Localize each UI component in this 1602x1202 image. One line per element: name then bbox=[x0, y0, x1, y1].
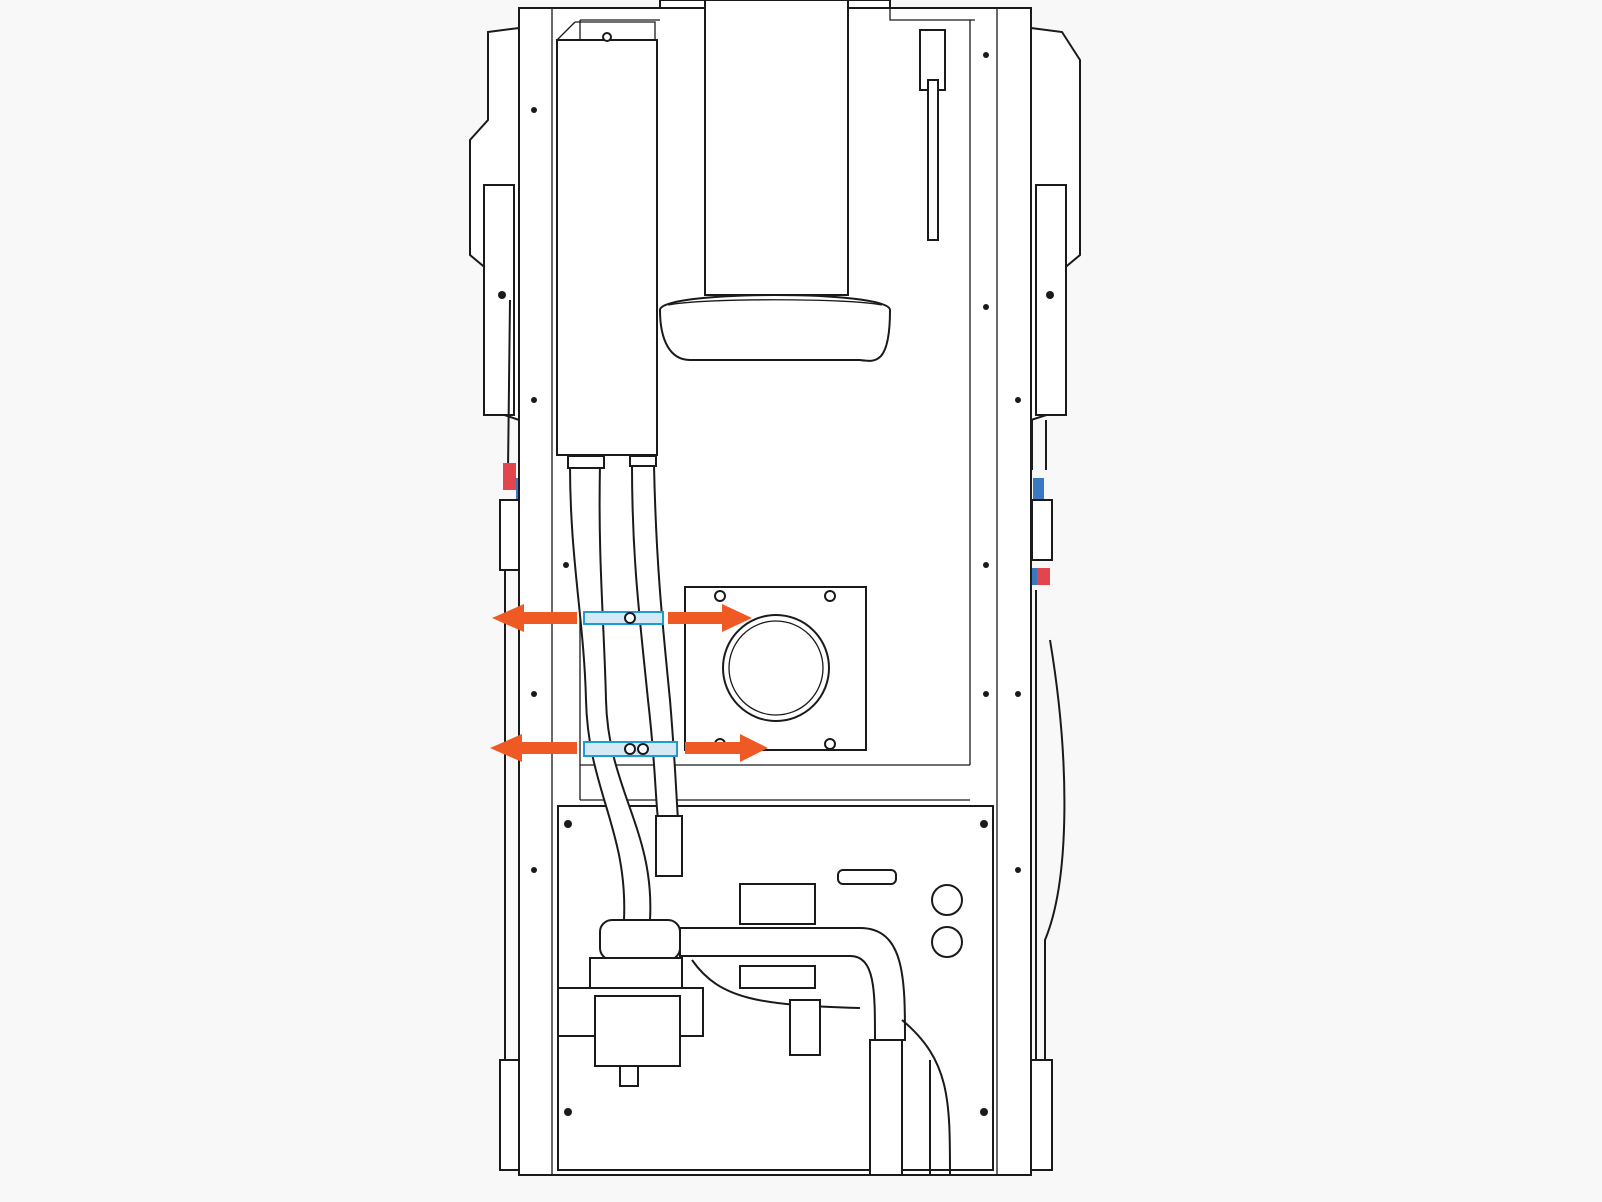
vertical-enclosure bbox=[556, 39, 658, 456]
blue-marker bbox=[1033, 478, 1044, 500]
arrow-left-lower bbox=[490, 734, 577, 762]
arrow-right-lower bbox=[685, 734, 768, 762]
arrow-left-upper bbox=[492, 604, 577, 632]
right-side-assembly bbox=[1029, 26, 1081, 1171]
screws bbox=[498, 52, 1054, 873]
hose-clamps bbox=[583, 611, 678, 757]
arrow-right-upper bbox=[668, 604, 752, 632]
filter-assembly bbox=[557, 919, 951, 1176]
red-marker bbox=[1037, 568, 1050, 585]
control-module bbox=[739, 883, 816, 925]
blue-marker bbox=[1032, 568, 1037, 585]
fan-box bbox=[684, 586, 867, 751]
central-duct bbox=[658, 0, 892, 362]
airflow-arrows bbox=[490, 604, 768, 762]
clamp-upper bbox=[583, 611, 664, 625]
left-side-assembly bbox=[469, 26, 523, 1171]
hoses bbox=[567, 455, 683, 921]
red-marker bbox=[503, 463, 516, 490]
